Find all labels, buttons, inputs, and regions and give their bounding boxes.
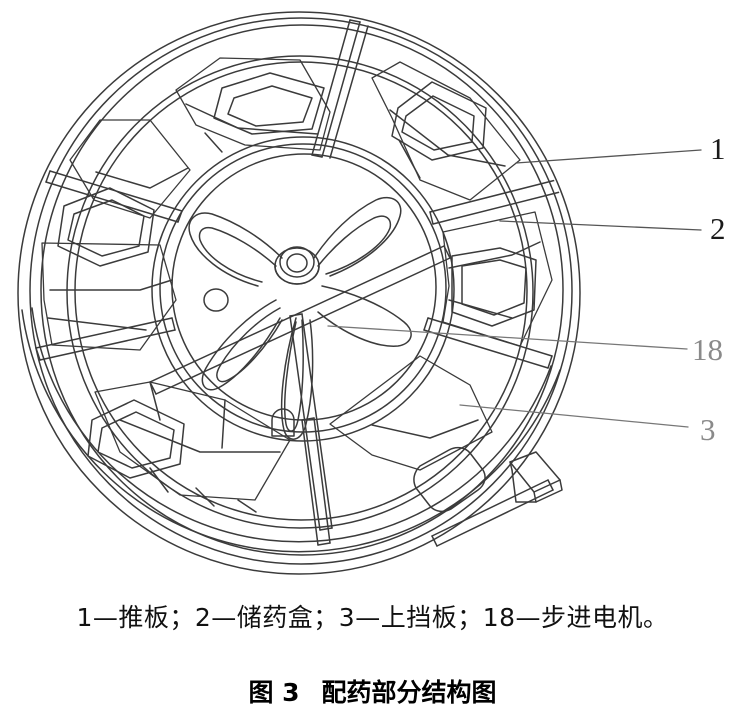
locator-hole xyxy=(203,288,229,312)
reference-label-3: 3 xyxy=(700,412,716,447)
inner-disc-rings xyxy=(66,55,534,529)
retainer-hook xyxy=(271,408,295,437)
bottom-detail-marks xyxy=(149,467,257,513)
leader-line-18 xyxy=(327,325,688,350)
pill-window-top xyxy=(213,72,325,135)
caption-number: 图 3 xyxy=(248,678,300,707)
rim-thickness-band xyxy=(21,307,561,553)
rubber-foot-pad xyxy=(413,446,486,513)
reference-label-2: 2 xyxy=(710,211,726,246)
leader-line-1 xyxy=(515,149,702,164)
leader-line-3 xyxy=(459,404,689,428)
push-plate-blade-vertical xyxy=(289,313,333,531)
center-hub xyxy=(274,246,320,285)
reference-label-1: 1 xyxy=(710,131,726,166)
sector-divider-walls xyxy=(35,19,561,546)
pill-window-right xyxy=(451,247,537,327)
compartment-panels xyxy=(41,57,553,501)
figure-caption: 图 3 配药部分结构图 xyxy=(0,676,745,710)
caption-title: 配药部分结构图 xyxy=(321,678,497,707)
pill-window-left xyxy=(57,187,155,267)
pill-window-openings xyxy=(57,72,537,479)
leader-lines xyxy=(327,149,702,428)
reference-label-18: 18 xyxy=(692,332,723,367)
figure-legend: 1—推板；2—储药盒；3—上挡板；18—步进电机。 xyxy=(76,603,669,632)
pill-window-lower-left xyxy=(87,399,185,479)
outer-rim xyxy=(17,11,581,575)
support-leg xyxy=(431,479,554,547)
leader-line-2 xyxy=(499,220,702,231)
center-plate-rings xyxy=(151,136,455,442)
pill-window-upper-right xyxy=(391,81,487,161)
push-plate-arms xyxy=(188,196,412,440)
